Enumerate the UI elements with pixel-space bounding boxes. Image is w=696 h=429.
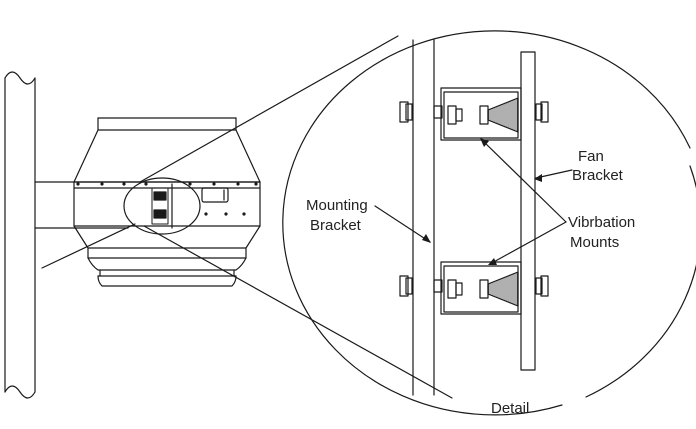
label-fan-bracket-line1: Fan <box>578 148 604 165</box>
detail-fan-bracket-plate <box>520 51 536 371</box>
label-detail: Detail <box>491 400 529 417</box>
mounting-arm <box>34 181 261 229</box>
detail-view-circle <box>282 30 691 416</box>
detail-mounting-bracket <box>412 39 435 396</box>
detail-callout-circle <box>123 177 201 235</box>
label-fan-bracket-line2: Bracket <box>572 167 624 184</box>
leader-arrowheads <box>422 138 542 265</box>
label-vibration-mounts-line2: Mounts <box>570 234 619 251</box>
label-mounting-bracket-line1: Mounting <box>306 197 368 214</box>
label-mounting-bracket-line2: Bracket <box>310 217 362 234</box>
label-vibration-mounts-line1: Vibrbation <box>568 214 635 231</box>
rivet-dots <box>76 182 258 216</box>
leader-lines <box>374 139 573 265</box>
magnifier-lines <box>41 35 453 399</box>
detail-lower-vibration-mount <box>399 261 549 315</box>
detail-upper-vibration-mount <box>399 87 549 141</box>
fan-housing <box>73 117 261 287</box>
wall-column <box>4 71 36 399</box>
